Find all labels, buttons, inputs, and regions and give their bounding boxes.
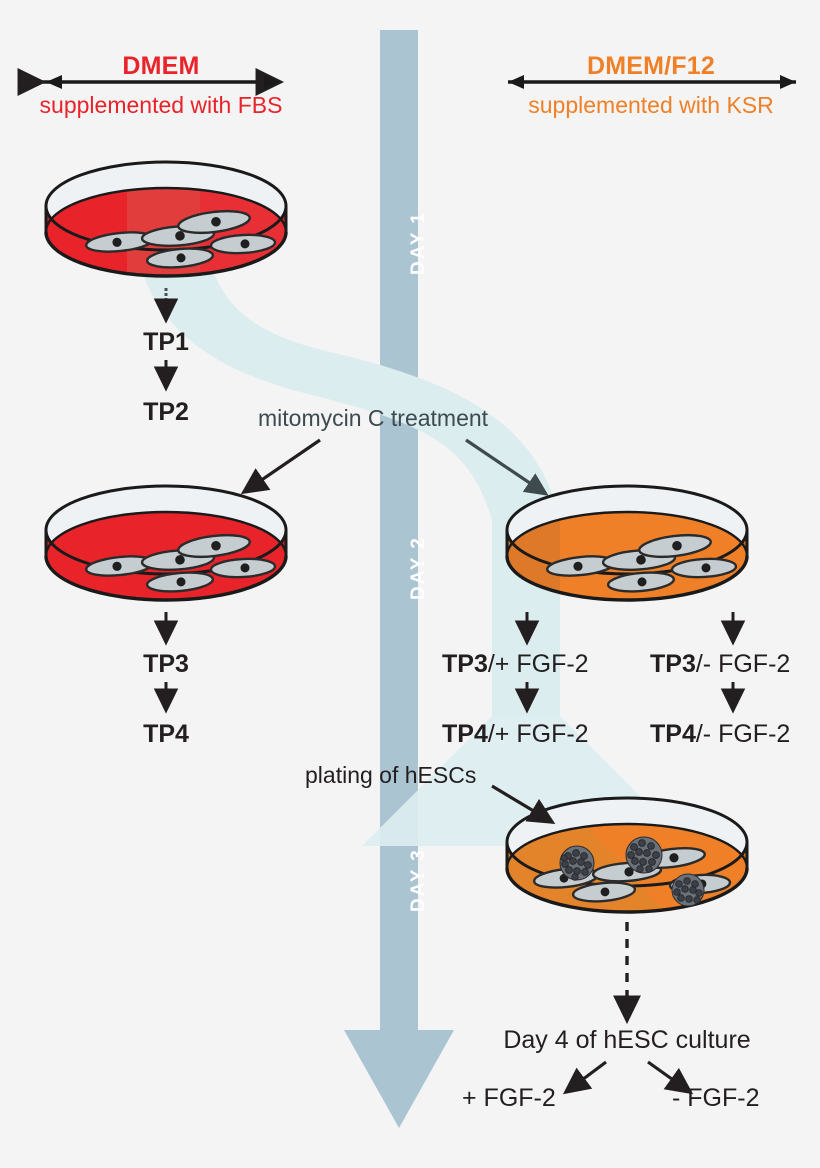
outcome-branch-arrows: [562, 1060, 694, 1095]
passage-tp4-plus-tp: TP4: [442, 720, 488, 748]
dish-dmemf12-day3: [505, 796, 749, 914]
note-plating: plating of hESCs: [305, 762, 477, 788]
fibroblast-cells: [84, 533, 277, 593]
passage-tp1: TP1: [143, 328, 189, 356]
header-arrow-right: [508, 75, 796, 89]
dish-dmemf12-day2: [505, 484, 749, 602]
passage-tp4-plus-fgf2: TP4/+ FGF-2: [442, 720, 589, 749]
outcome-title: Day 4 of hESC culture: [503, 1026, 751, 1054]
mitomycin-arrow-left: [240, 438, 321, 495]
timeline-day-2: DAY 2: [408, 536, 429, 600]
header-right-title: DMEM/F12: [586, 52, 715, 80]
header-left-title: DMEM: [122, 52, 200, 80]
dish-dmem-day2: [44, 484, 288, 602]
passage-tp3-minus-tp: TP3: [650, 650, 696, 678]
outcome-branch-minus: - FGF-2: [672, 1084, 760, 1112]
timeline-day-3: DAY 3: [408, 848, 429, 912]
note-mitomycin: mitomycin C treatment: [258, 405, 489, 431]
passage-tp3-plus-cond: /+ FGF-2: [487, 650, 589, 678]
passage-tp4-minus-tp: TP4: [650, 720, 696, 748]
header-arrow-left: [17, 68, 285, 96]
passage-tp4-minus-fgf2: TP4/- FGF-2: [650, 720, 790, 749]
passage-tp3-minus-fgf2: TP3/- FGF-2: [650, 650, 790, 679]
passage-tp4-plus-cond: /+ FGF-2: [487, 720, 589, 748]
header-right-subtitle: supplemented with KSR: [528, 92, 774, 118]
mitomycin-arrow-right: [465, 438, 549, 496]
dish-dmem-day1: [44, 160, 288, 278]
passage-tp3-minus-cond: /- FGF-2: [695, 650, 791, 678]
fibroblast-cells: [84, 209, 277, 269]
hesc-colonies: [559, 836, 705, 907]
passage-tp4-minus-cond: /- FGF-2: [695, 720, 791, 748]
timeline-bar: [344, 30, 454, 1128]
passage-tp3-plus-tp: TP3: [442, 650, 488, 678]
header-left-subtitle: supplemented with FBS: [39, 92, 283, 118]
plating-arrow: [491, 784, 556, 824]
passage-tp3-plus-fgf2: TP3/+ FGF-2: [442, 650, 589, 679]
outcome-branch-plus: + FGF-2: [462, 1084, 556, 1112]
timeline-day-1: DAY 1: [408, 211, 429, 275]
passage-tp2: TP2: [143, 398, 189, 426]
fibroblast-cells: [545, 533, 738, 593]
passage-arrows: [153, 288, 746, 714]
passage-tp3-left: TP3: [143, 650, 189, 678]
passage-tp4-left: TP4: [143, 720, 189, 748]
